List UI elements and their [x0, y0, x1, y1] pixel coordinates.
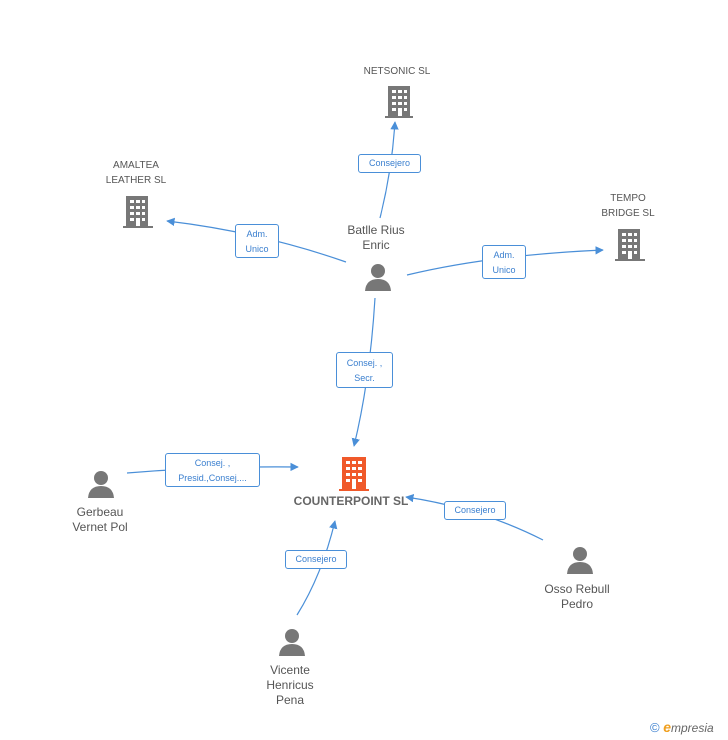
person-icon[interactable]	[279, 629, 305, 656]
edge-vicente-counterpoint	[296, 520, 338, 616]
copyright-icon: ©	[650, 720, 660, 735]
node-label-gerbeau[interactable]: Gerbeau Vernet Pol	[72, 505, 128, 534]
node-label-vicente[interactable]: Vicente Henricus Pena	[266, 663, 314, 707]
edge-label-gerbeau-counterpoint[interactable]: Consej. , Presid.,Consej....	[165, 453, 260, 487]
person-icon[interactable]	[567, 547, 593, 574]
building-icon[interactable]	[615, 229, 645, 261]
edge-label-batlle-counterpoint[interactable]: Consej. , Secr.	[336, 352, 393, 388]
edge-label-batlle-netsonic[interactable]: Consejero	[358, 154, 421, 173]
edge-label-osso-counterpoint[interactable]: Consejero	[444, 501, 506, 520]
node-label-counterpoint[interactable]: COUNTERPOINT SL	[293, 494, 409, 508]
edge-label-vicente-counterpoint[interactable]: Consejero	[285, 550, 347, 569]
node-label-netsonic[interactable]: NETSONIC SL	[363, 66, 431, 77]
node-label-amaltea[interactable]: AMALTEA LEATHER SL	[105, 160, 167, 186]
node-label-osso[interactable]: Osso Rebull Pedro	[544, 582, 610, 611]
footer-brand: © empresia	[650, 719, 714, 735]
building-icon[interactable]	[123, 196, 153, 228]
edge-label-batlle-amaltea[interactable]: Adm. Unico	[235, 224, 279, 258]
building-icon-main[interactable]	[339, 457, 369, 491]
brand-initial: e	[663, 719, 672, 735]
edge-label-batlle-tempo[interactable]: Adm. Unico	[482, 245, 526, 279]
building-icon[interactable]	[385, 86, 413, 118]
person-icon[interactable]	[88, 471, 114, 498]
node-label-batlle[interactable]: Batlle Rius Enric	[347, 223, 405, 252]
person-icon[interactable]	[365, 264, 391, 291]
node-label-tempo[interactable]: TEMPO BRIDGE SL	[601, 193, 655, 219]
brand-name: mpresia	[671, 721, 714, 735]
